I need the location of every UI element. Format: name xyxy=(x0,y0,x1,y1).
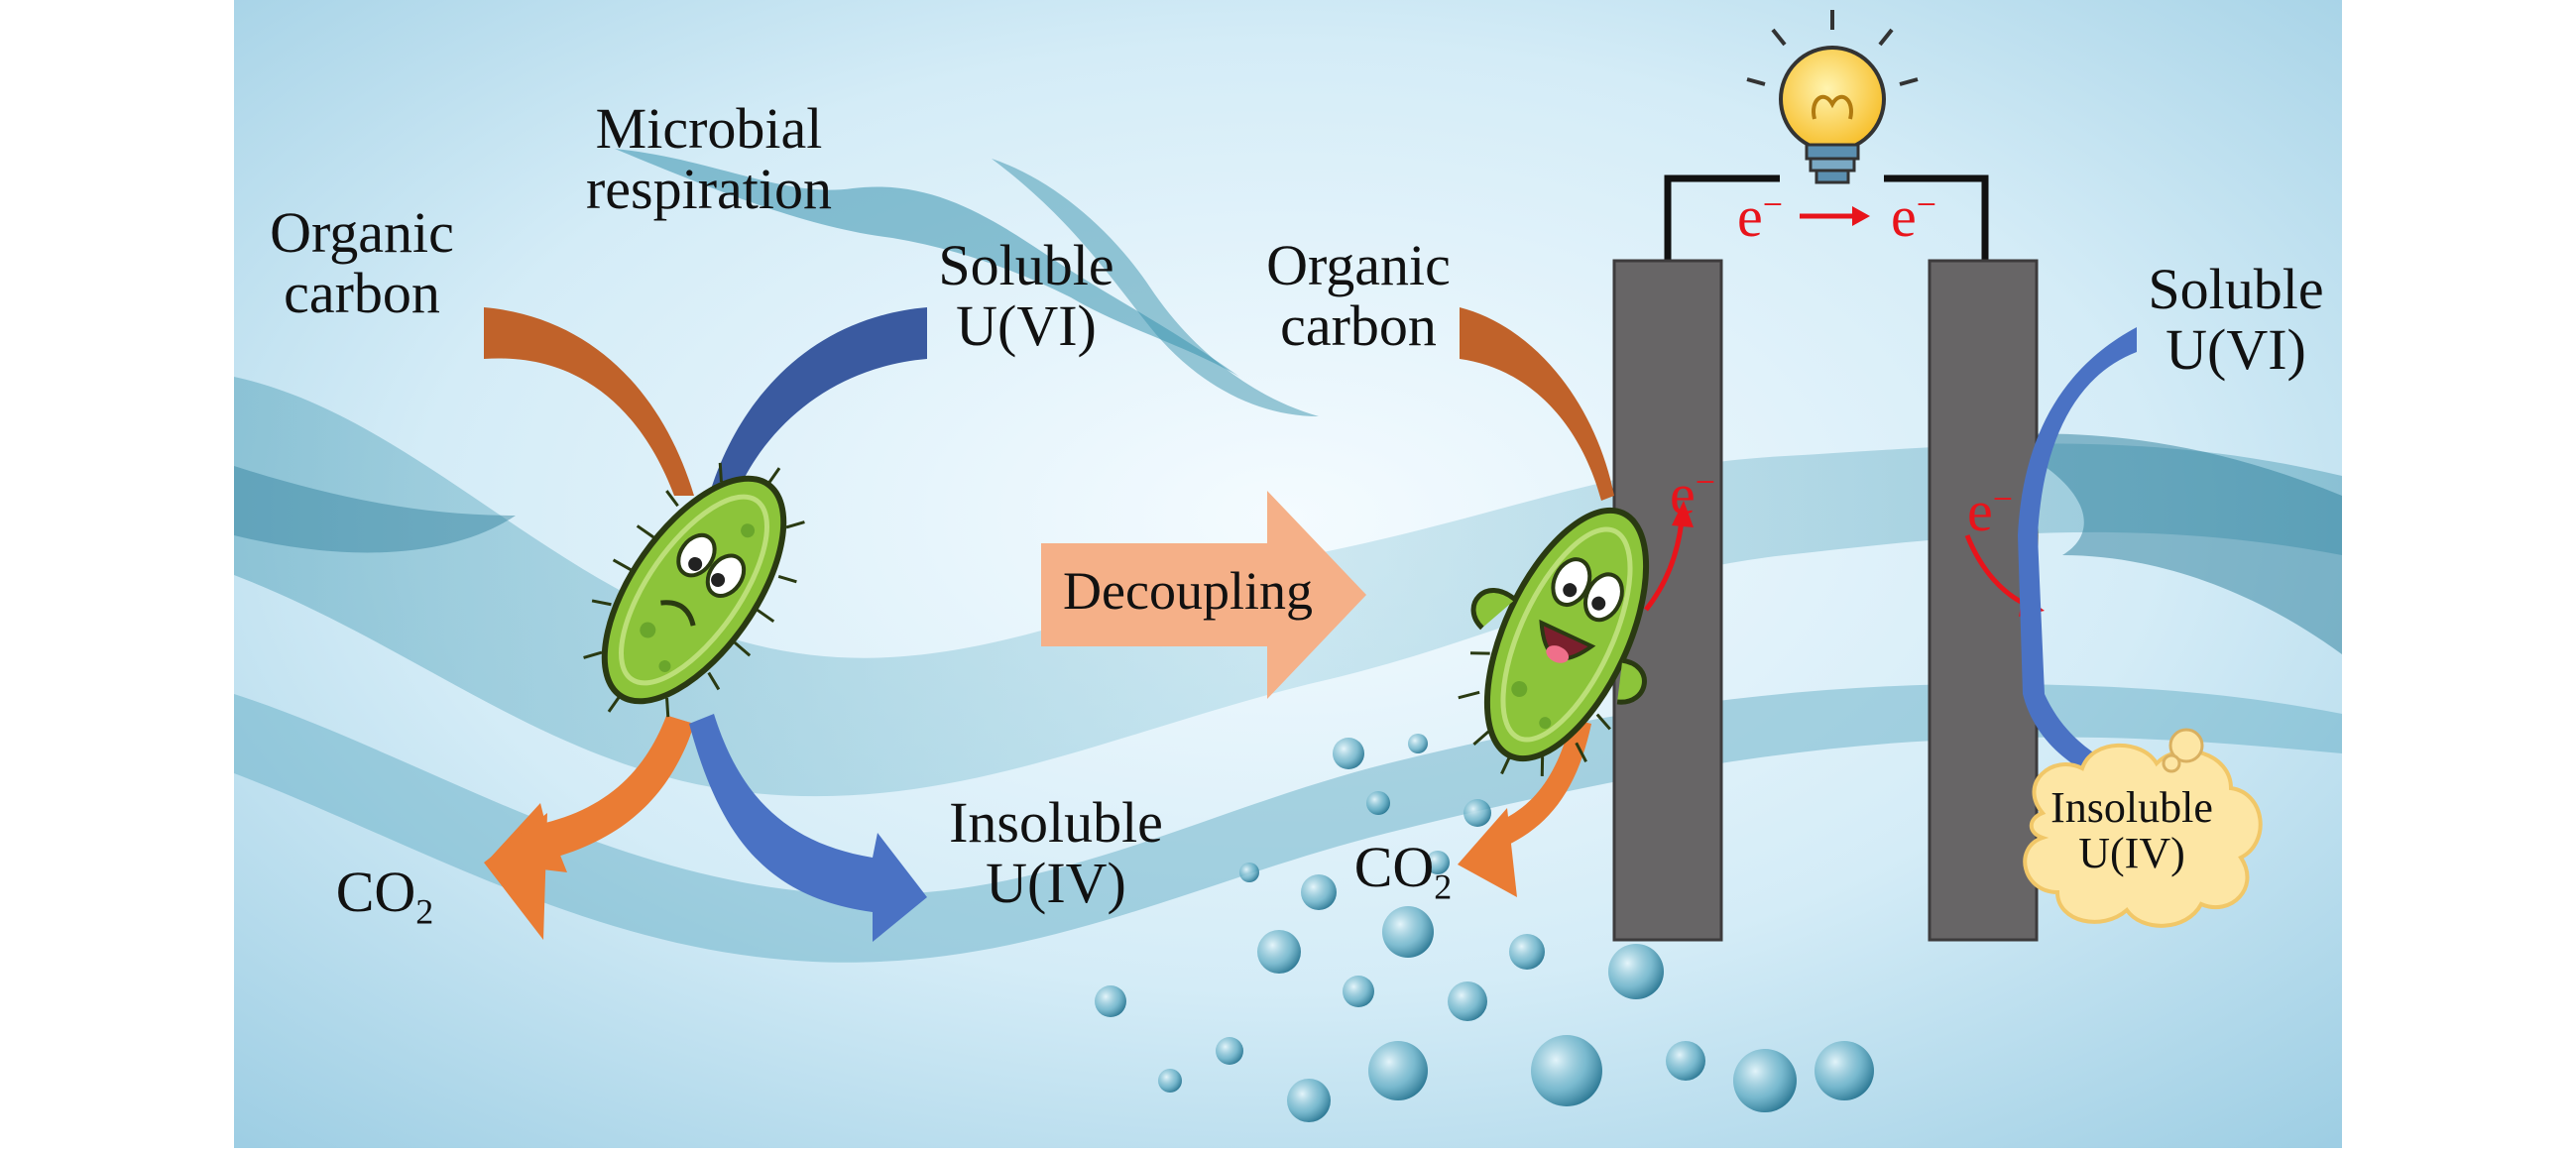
right-co2-label: CO2 xyxy=(1339,835,1467,907)
right-soluble-line1: Soluble xyxy=(2148,257,2324,321)
electron-arrow-anode xyxy=(1644,519,1685,612)
right-insoluble-line2: U(IV) xyxy=(2078,829,2185,878)
decoupling-label: Decoupling xyxy=(1063,561,1313,621)
decoupling-arrow xyxy=(1041,491,1366,699)
left-organic-carbon-line1: Organic xyxy=(270,200,454,265)
electron-top-right-main: e xyxy=(1890,183,1917,249)
electron-label-anode: e− xyxy=(1658,461,1727,526)
left-soluble-line2: U(VI) xyxy=(956,292,1097,358)
left-organic-carbon-line2: carbon xyxy=(284,260,440,325)
left-co2-subscript: 2 xyxy=(415,891,434,932)
electron-label-top-right: e− xyxy=(1879,183,1948,249)
right-organic-carbon-label: Organic carbon xyxy=(1244,233,1472,358)
microbial-respiration-line1: Microbial xyxy=(595,96,823,161)
light-bulb-icon xyxy=(1746,10,1919,184)
organic-carbon-arrow-left xyxy=(484,307,694,496)
left-soluble-uvi-label: Soluble U(VI) xyxy=(917,233,1135,358)
electron-label-cathode: e− xyxy=(1955,478,2025,543)
right-soluble-line2: U(VI) xyxy=(2166,316,2306,382)
electron-top-left-sup: − xyxy=(1762,184,1784,224)
electron-cathode-sup: − xyxy=(1992,479,2014,519)
microbial-respiration-line2: respiration xyxy=(585,156,833,221)
left-soluble-line1: Soluble xyxy=(938,233,1114,297)
cloud-icon xyxy=(2023,728,2263,928)
electron-cathode-main: e xyxy=(1966,478,1993,543)
electron-top-right-sup: − xyxy=(1916,184,1937,224)
electron-anode-sup: − xyxy=(1695,462,1716,502)
right-organic-carbon-line2: carbon xyxy=(1280,292,1437,358)
microbial-respiration-label: Microbial respiration xyxy=(555,96,863,221)
soluble-uvi-arrow-right xyxy=(2018,327,2142,803)
left-co2-label: CO2 xyxy=(315,860,454,932)
electron-top-left-main: e xyxy=(1736,183,1763,249)
left-insoluble-uiv-label: Insoluble U(IV) xyxy=(922,790,1190,915)
right-organic-carbon-line1: Organic xyxy=(1266,233,1451,297)
left-insoluble-line2: U(IV) xyxy=(986,850,1126,915)
right-co2-main: CO xyxy=(1353,835,1435,899)
circuit-wire xyxy=(1664,174,1989,263)
electron-flow-arrow xyxy=(1800,206,1870,226)
soluble-uvi-arrow-left xyxy=(709,307,927,501)
left-co2-main: CO xyxy=(335,860,416,924)
right-insoluble-line1: Insoluble xyxy=(2050,783,2213,832)
left-organic-carbon-label: Organic carbon xyxy=(228,200,496,325)
organic-carbon-arrow-right xyxy=(1460,307,1614,501)
right-co2-subscript: 2 xyxy=(1434,866,1453,907)
right-insoluble-uiv-label: Insoluble U(IV) xyxy=(2028,783,2236,878)
bubbles xyxy=(1095,734,1874,1122)
co2-arrow-right xyxy=(1495,719,1591,848)
electron-label-top-left: e− xyxy=(1725,183,1795,249)
electron-anode-main: e xyxy=(1669,461,1696,526)
bacterium-happy-icon xyxy=(1458,507,1650,776)
right-soluble-uvi-label: Soluble U(VI) xyxy=(2127,257,2345,382)
bacterium-sad-icon xyxy=(583,462,805,718)
left-insoluble-line1: Insoluble xyxy=(949,790,1163,855)
